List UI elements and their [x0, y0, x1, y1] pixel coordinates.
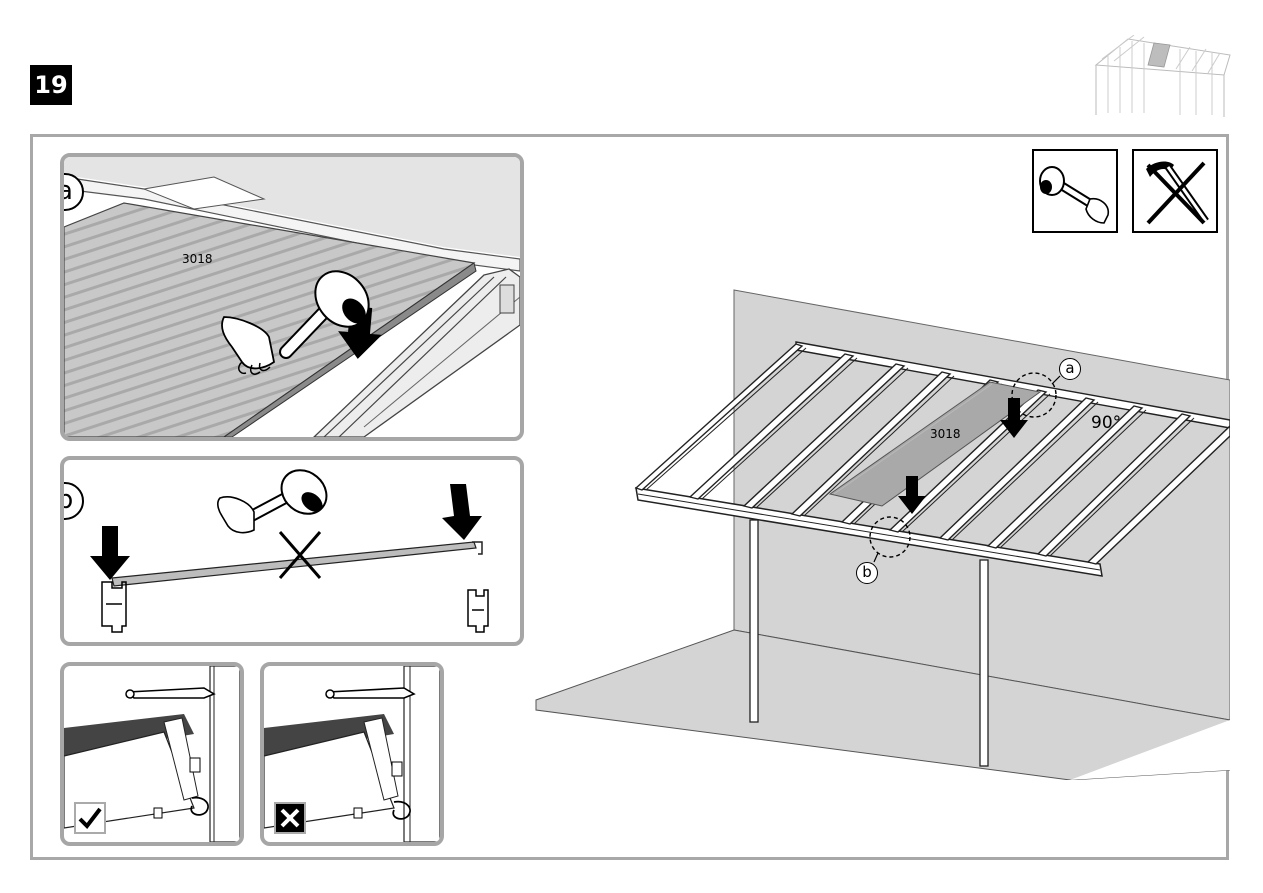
callout-b: b	[856, 562, 878, 584]
callout-a: a	[1059, 358, 1081, 380]
detail-panel-a: a 3018	[60, 153, 524, 441]
step-number: 19	[30, 65, 72, 105]
down-arrow-right-icon	[442, 484, 482, 540]
check-mark-icon	[74, 802, 106, 834]
panel-b-illustration	[64, 460, 520, 642]
main-part-code: 3018	[930, 427, 961, 441]
panel-a-part-code: 3018	[182, 252, 213, 266]
no-hammer-icon	[1134, 151, 1216, 231]
detail-panel-b: b	[60, 456, 524, 646]
rubber-mallet-icon	[1034, 151, 1116, 231]
correct-fit-panel	[60, 662, 244, 846]
panel-a-illustration	[64, 157, 520, 437]
right-angle-label: 90°	[1091, 413, 1121, 433]
cross-mark-icon	[274, 802, 306, 834]
mallet-icon	[218, 461, 335, 532]
no-mallet-cross-icon	[280, 532, 320, 578]
rubber-mallet-tool	[1032, 149, 1118, 233]
right-profile-icon	[468, 590, 488, 632]
left-profile-icon	[102, 582, 126, 632]
no-hammer-tool	[1132, 149, 1218, 233]
pergola-thumbnail-icon	[1092, 35, 1232, 117]
down-arrow-left-icon	[90, 526, 130, 580]
incorrect-fit-panel	[260, 662, 444, 846]
pergola-illustration	[530, 280, 1230, 780]
